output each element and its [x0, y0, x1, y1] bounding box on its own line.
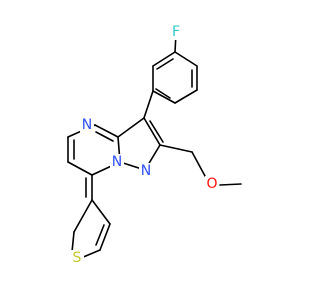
bond-inner [95, 131, 114, 142]
bond [94, 124, 119, 138]
sulfur-label: S [73, 250, 82, 266]
bond [152, 90, 176, 104]
bond [159, 144, 193, 153]
nitrogen-pyrazole-label: N [141, 163, 151, 179]
bond [73, 199, 93, 233]
bond [152, 51, 176, 67]
pyrazole-ring [117, 90, 164, 171]
bond-s-c [71, 231, 75, 253]
bond [117, 117, 145, 138]
bond-o-ch3 [219, 183, 242, 186]
bond-c-o [191, 151, 206, 177]
fluorophenyl-ring [152, 32, 198, 104]
bond-inner [95, 224, 105, 246]
nitrogen-bridge-label: N [112, 154, 122, 170]
atom-labels: F N N N O S [70, 24, 219, 266]
bond [67, 161, 93, 176]
bond-inner [155, 88, 171, 99]
bond-aryl-link [143, 90, 154, 119]
bond [174, 89, 198, 104]
bond [174, 51, 198, 67]
thiophene-ring [71, 174, 111, 259]
structure-diagram: F N N N O S [67, 24, 242, 266]
molecule-drawing: F N N N O S [67, 24, 242, 266]
bond [143, 117, 161, 146]
methoxymethyl-group [159, 144, 242, 186]
oxygen-label: O [206, 176, 217, 192]
bond-inner [156, 58, 174, 70]
nitrogen-top-label: N [82, 117, 92, 133]
bond [91, 199, 111, 225]
fluorine-label: F [172, 24, 180, 40]
bond-inner [149, 120, 164, 143]
bond-c-s [80, 249, 101, 259]
bond [99, 223, 111, 251]
